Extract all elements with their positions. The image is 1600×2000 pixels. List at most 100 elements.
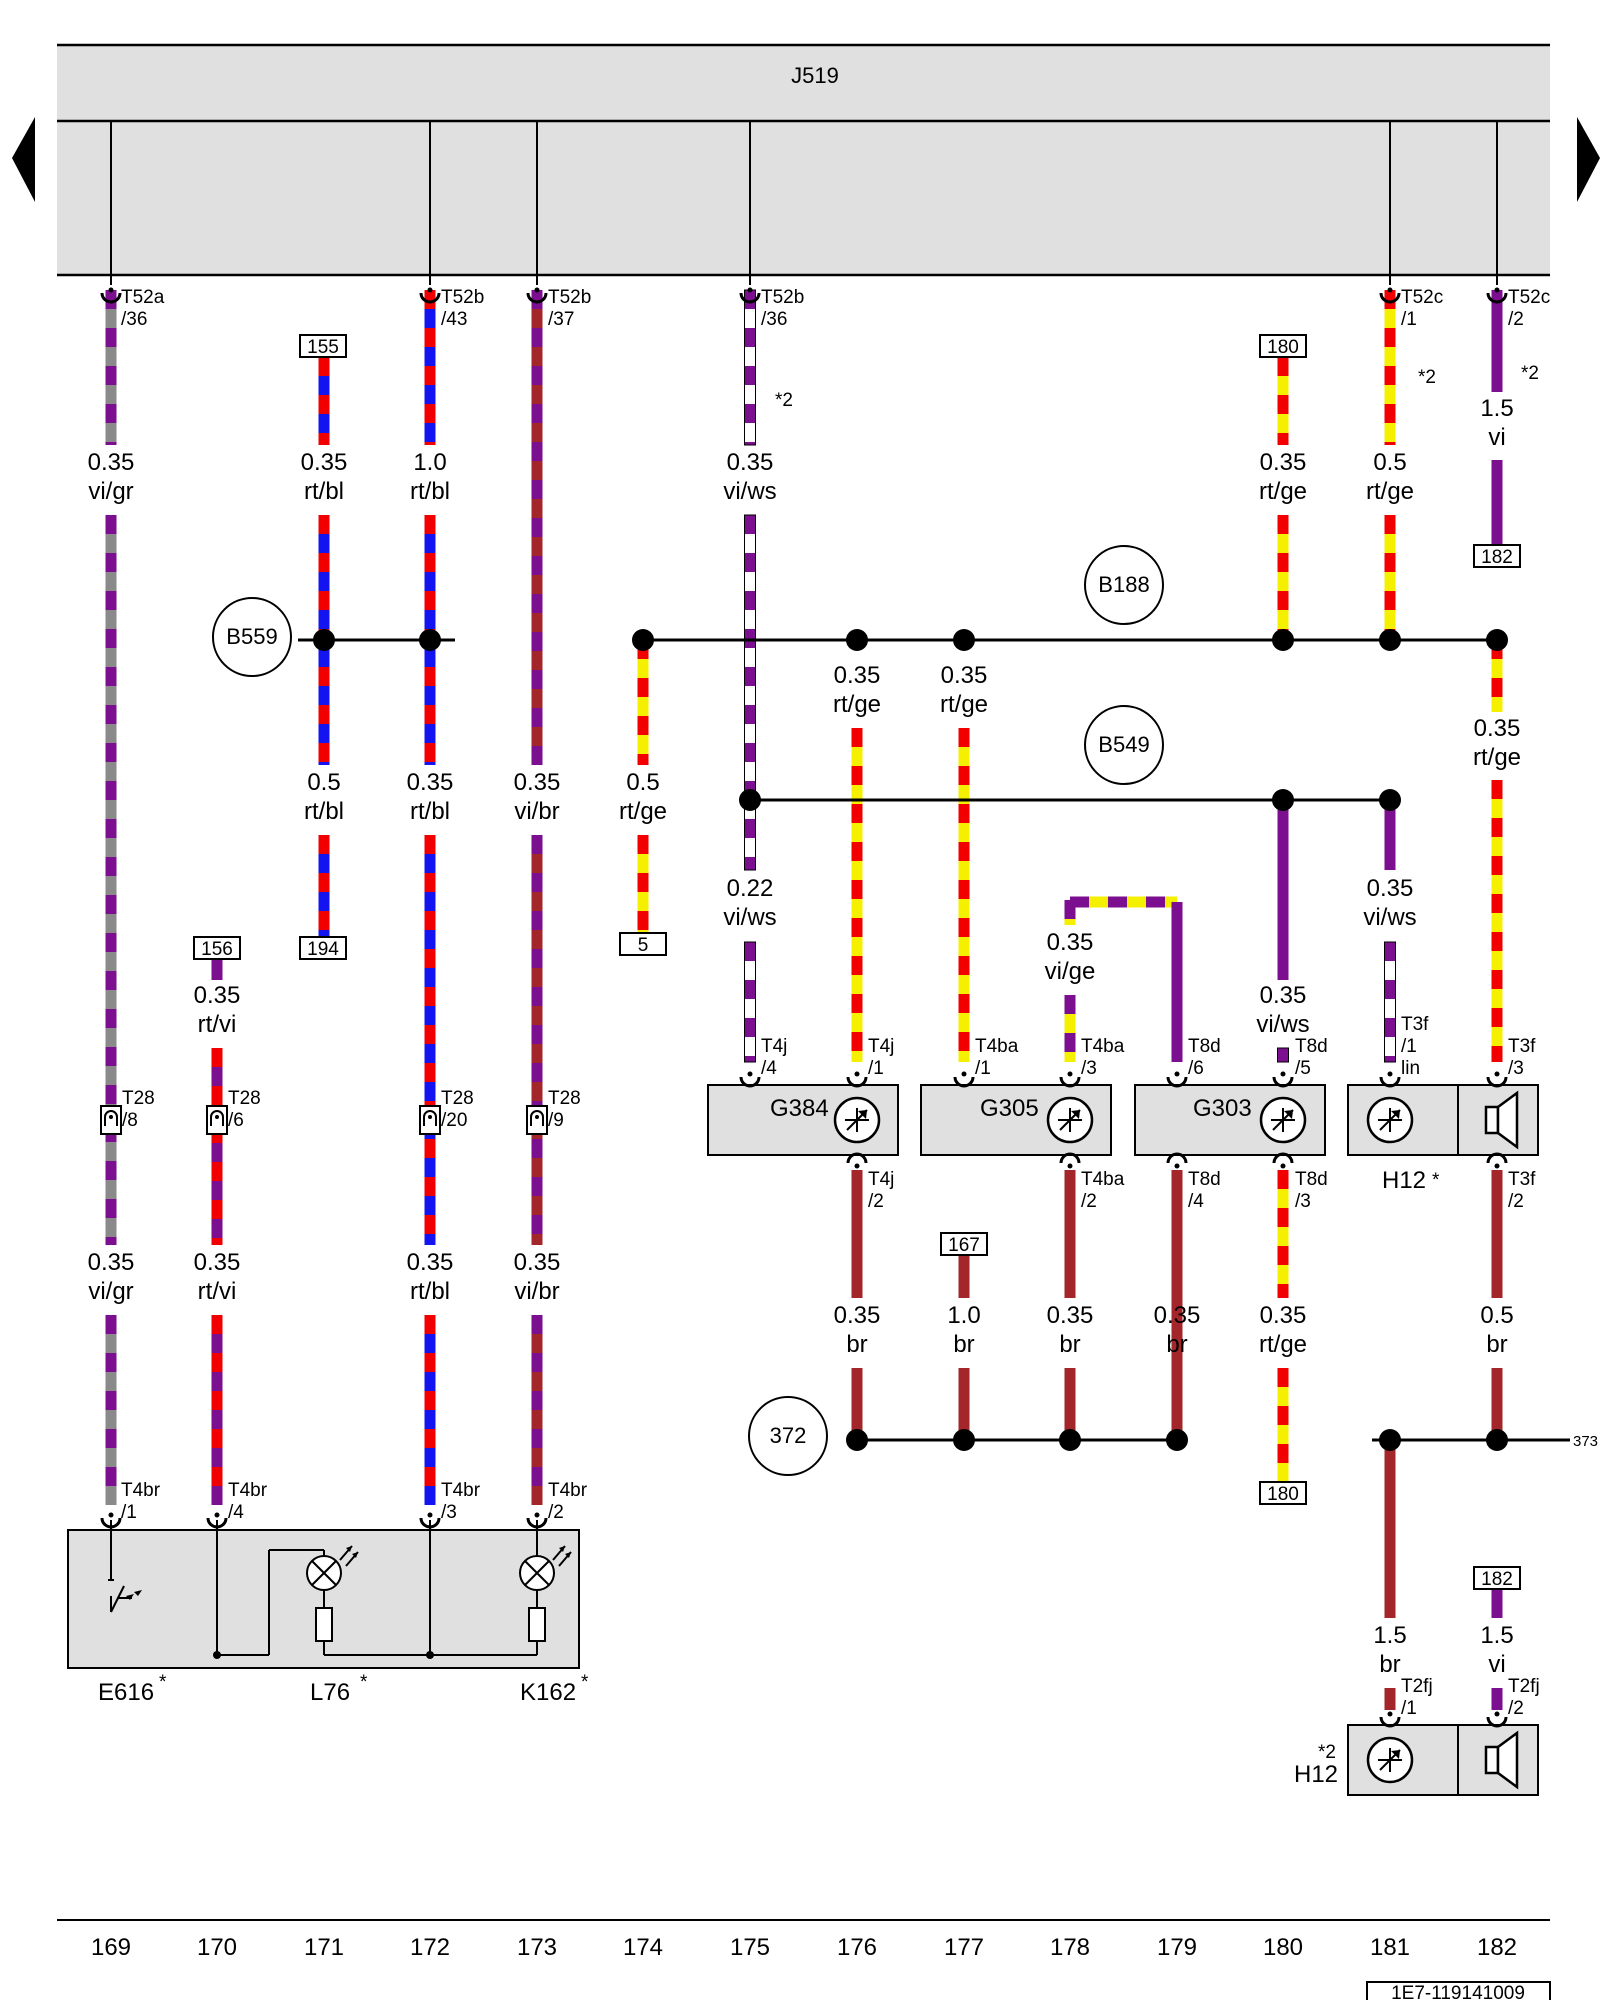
connector-pin: /8	[122, 1110, 138, 1131]
connector-label: T4br	[441, 1480, 481, 1501]
svg-text:T4j/2: T4j/2	[868, 1169, 894, 1212]
svg-text:T4j/4: T4j/4	[761, 1036, 787, 1079]
reference-180[interactable]: 180	[1267, 1484, 1299, 1505]
reference-182[interactable]: 182	[1481, 1569, 1513, 1590]
reference-373[interactable]: 373	[1573, 1433, 1598, 1450]
connector-label: T4br	[548, 1480, 588, 1501]
wire-color: rt/bl	[410, 798, 450, 825]
inline-jack-icon	[100, 1105, 122, 1135]
svg-text:1.0rt/bl: 1.0rt/bl	[410, 449, 450, 505]
component-e616-label: E616	[98, 1679, 154, 1706]
junction-dot	[953, 1429, 975, 1451]
wire-color: br	[846, 1331, 867, 1358]
wire-gauge: 0.35	[1047, 929, 1094, 956]
footnote-star2: *2	[775, 390, 793, 411]
wire-color: rt/ge	[1259, 1331, 1307, 1358]
junction-dot	[1059, 1429, 1081, 1451]
connector-pin-icon	[1166, 1152, 1188, 1170]
wire-color: br	[1166, 1331, 1187, 1358]
column-number: 174	[623, 1934, 663, 1961]
reference-156[interactable]: 156	[201, 939, 233, 960]
wire-gauge: 0.35	[407, 769, 454, 796]
connector-pin: /2	[1508, 1698, 1524, 1719]
sensor-icon	[1366, 1736, 1414, 1784]
connector-pin: /36	[121, 309, 147, 330]
wire-color: rt/bl	[304, 478, 344, 505]
connector-label: T28	[122, 1088, 155, 1109]
next-page-arrow-icon[interactable]	[1577, 117, 1600, 202]
wire-gauge: 1.0	[413, 449, 446, 476]
svg-text:T3f/2: T3f/2	[1508, 1169, 1536, 1212]
reference-180[interactable]: 180	[1267, 337, 1299, 358]
svg-text:T4br/3: T4br/3	[441, 1480, 481, 1523]
component-g384-label: G384	[770, 1095, 829, 1122]
wire-gauge: 0.35	[301, 449, 348, 476]
connector-pin: /1	[975, 1058, 991, 1079]
splice-b549-label: B549	[1098, 732, 1149, 757]
wire-color: vi/ws	[1363, 904, 1416, 931]
column-number: 173	[517, 1934, 557, 1961]
switch-indicator-icon	[126, 1590, 142, 1600]
connector-label: T52b	[761, 287, 804, 308]
component-g303: G303	[1134, 1084, 1326, 1156]
lamp-icon	[519, 1545, 572, 1591]
svg-text:1.0br: 1.0br	[947, 1302, 980, 1358]
connector-pin: /2	[548, 1502, 564, 1523]
connector-pin-icon	[1272, 1070, 1294, 1088]
component-g384: G384	[707, 1084, 899, 1156]
svg-text:T4ba/1: T4ba/1	[975, 1036, 1019, 1079]
wire-segment	[744, 941, 756, 1063]
junction-dot	[632, 629, 654, 651]
reference-155[interactable]: 155	[307, 337, 339, 358]
splice-bus-lines	[298, 638, 1570, 1442]
wire-color: vi	[1488, 1651, 1505, 1678]
connector-pin: /3	[1081, 1058, 1097, 1079]
wire-gauge: 1.0	[947, 1302, 980, 1329]
connector-label: T8d	[1295, 1169, 1328, 1190]
connector-label: T3f	[1401, 1014, 1429, 1035]
connector-pin-icon	[739, 1070, 761, 1088]
junction-dot	[1379, 789, 1401, 811]
footnote-star: *	[1432, 1170, 1440, 1191]
reference-5[interactable]: 5	[638, 935, 649, 956]
component-switch-panel: E616 * L76 * K162 *	[67, 1520, 589, 1706]
wire-color: br	[953, 1331, 974, 1358]
footnotes: *2 *2 *2	[775, 363, 1539, 411]
connector-pin: /1	[1401, 309, 1417, 330]
connector-label: T4j	[868, 1169, 894, 1190]
wire-color: rt/ge	[619, 798, 667, 825]
wire-color: rt/vi	[198, 1011, 237, 1038]
previous-page-arrow-icon[interactable]	[12, 117, 35, 202]
document-code: 1E7-119141009	[1391, 1983, 1525, 2000]
connector-pin: /5	[1295, 1058, 1311, 1079]
reference-167[interactable]: 167	[948, 1235, 980, 1256]
svg-text:1.5vi: 1.5vi	[1480, 395, 1513, 451]
cross-references[interactable]: 155 194 156 5 167 180 180 182 182 373	[193, 334, 1598, 1590]
connector-pin: /37	[548, 309, 574, 330]
svg-text:T2fj/2: T2fj/2	[1508, 1676, 1540, 1719]
connector-pin: /4	[228, 1502, 244, 1523]
svg-text:T8d/5: T8d/5	[1295, 1036, 1328, 1079]
svg-text:T4ba/3: T4ba/3	[1081, 1036, 1125, 1079]
connector-pin-icon	[1059, 1152, 1081, 1170]
svg-text:0.5rt/ge: 0.5rt/ge	[619, 769, 667, 825]
reference-194[interactable]: 194	[307, 939, 339, 960]
footnote-star: *	[581, 1672, 589, 1693]
splice-b559-label: B559	[226, 624, 277, 649]
wire-color: vi/br	[514, 798, 559, 825]
wire-gauge: 0.35	[1260, 982, 1307, 1009]
svg-text:T52c/1: T52c/1	[1401, 287, 1443, 330]
sensor-icon	[1259, 1096, 1307, 1144]
reference-182[interactable]: 182	[1481, 547, 1513, 568]
wire-color: vi/ws	[723, 478, 776, 505]
svg-text:T4br/2: T4br/2	[548, 1480, 588, 1523]
wire-gauge: 0.22	[727, 875, 774, 902]
